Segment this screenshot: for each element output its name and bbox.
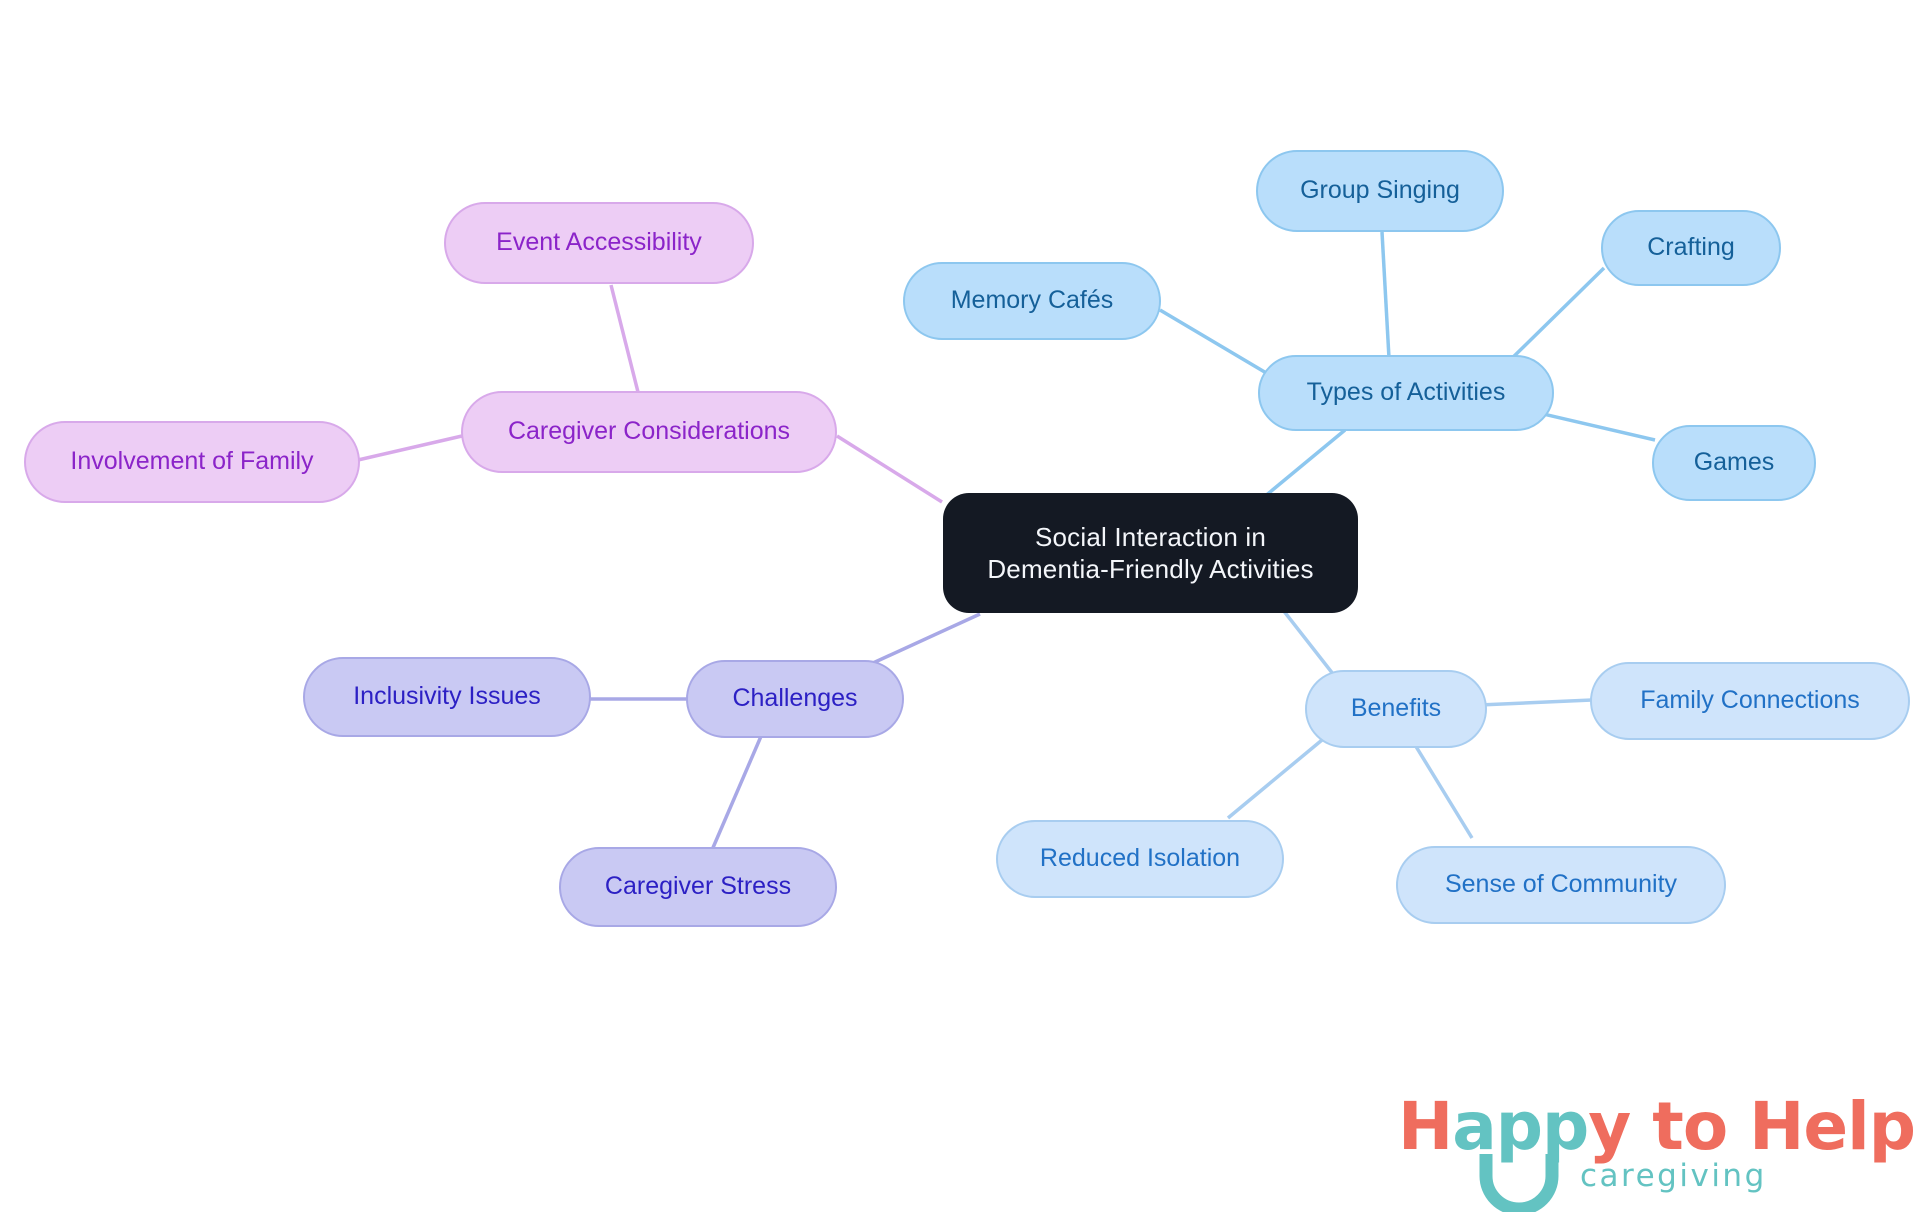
node-caregiver-considerations-label: Caregiver Considerations [507,417,791,446]
edge-considerations-to-involvement-of-family [357,434,463,462]
logo-letter-h: H [1398,1088,1453,1165]
node-benefits[interactable]: Benefits [1305,670,1487,748]
node-caregiver-stress[interactable]: Caregiver Stress [559,847,837,927]
logo-words-to-help: to Help [1630,1088,1916,1165]
node-challenges-label: Challenges [732,684,858,713]
node-involvement-of-family[interactable]: Involvement of Family [24,421,360,503]
node-event-accessibility[interactable]: Event Accessibility [444,202,754,284]
smile-icon [1479,1154,1559,1212]
node-reduced-isolation[interactable]: Reduced Isolation [996,820,1284,898]
edge-challenges-to-caregiver-stress [710,733,764,851]
node-reduced-isolation-label: Reduced Isolation [1039,844,1241,873]
node-root[interactable]: Social Interaction in Dementia-Friendly … [943,493,1358,613]
node-group-singing[interactable]: Group Singing [1256,150,1504,232]
edge-types-to-memory-cafes [1159,308,1269,376]
node-sense-of-community-label: Sense of Community [1444,870,1678,899]
edge-root-to-challenges [861,612,981,670]
node-group-singing-label: Group Singing [1300,176,1460,205]
edge-benefits-to-reduced-isolation [1226,738,1324,820]
node-event-accessibility-label: Event Accessibility [496,228,702,257]
edge-types-to-crafting [1502,266,1606,368]
brand-logo: Happy to Help caregiving [1398,1088,1916,1212]
node-challenges[interactable]: Challenges [686,660,904,738]
logo-letter-y: y [1588,1088,1631,1165]
node-family-connections-label: Family Connections [1640,686,1860,715]
edge-root-to-caregiver-considerations [836,434,943,504]
edge-benefits-to-sense-of-community [1410,739,1474,839]
edge-root-to-types [1256,428,1347,504]
logo-letters-app: app [1452,1088,1589,1165]
node-benefits-label: Benefits [1350,694,1442,723]
logo-wordmark: Happy to Help [1398,1088,1916,1165]
node-types-of-activities[interactable]: Types of Activities [1258,355,1554,431]
node-inclusivity-issues-label: Inclusivity Issues [353,682,541,711]
node-caregiver-stress-label: Caregiver Stress [604,872,792,901]
node-sense-of-community[interactable]: Sense of Community [1396,846,1726,924]
node-games[interactable]: Games [1652,425,1816,501]
edge-considerations-to-event-accessibility [609,284,642,401]
node-crafting-label: Crafting [1647,233,1735,262]
node-involvement-of-family-label: Involvement of Family [70,447,314,476]
logo-subtitle: caregiving [1580,1158,1767,1194]
node-crafting[interactable]: Crafting [1601,210,1781,286]
node-inclusivity-issues[interactable]: Inclusivity Issues [303,657,591,737]
node-root-label: Social Interaction in Dementia-Friendly … [987,521,1314,585]
node-memory-cafes-label: Memory Cafés [950,286,1114,315]
node-caregiver-considerations[interactable]: Caregiver Considerations [461,391,837,473]
node-types-of-activities-label: Types of Activities [1306,378,1506,407]
edge-types-to-group-singing [1380,231,1391,359]
node-games-label: Games [1693,448,1775,477]
node-memory-cafes[interactable]: Memory Cafés [903,262,1161,340]
node-family-connections[interactable]: Family Connections [1590,662,1910,740]
